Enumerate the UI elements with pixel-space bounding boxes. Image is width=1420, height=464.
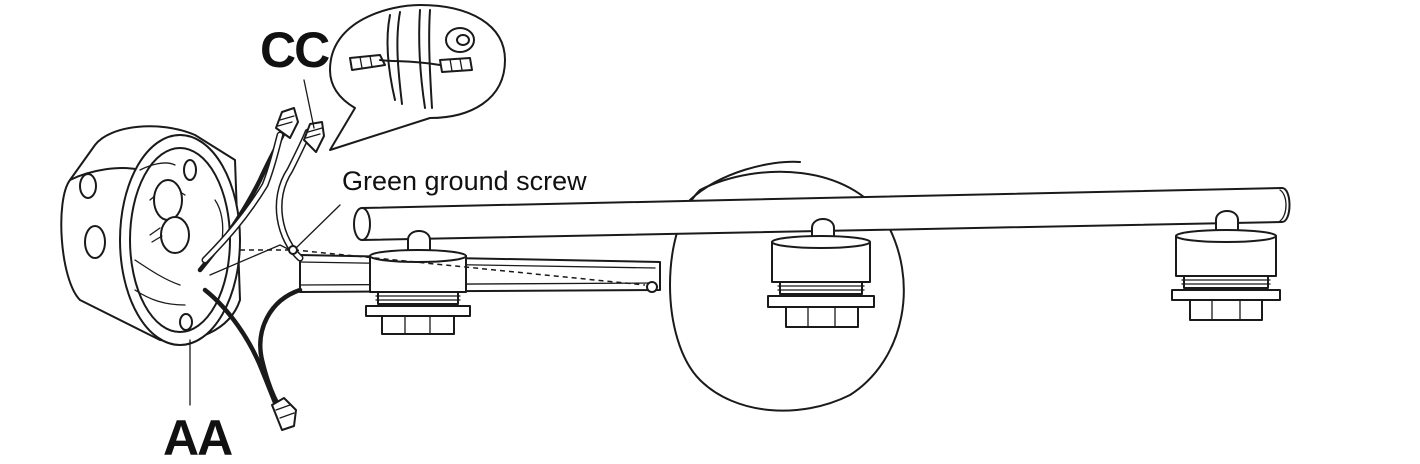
cc-leader-line <box>303 79 315 129</box>
junction-box <box>60 125 241 346</box>
socket-left <box>365 230 471 335</box>
ground-screw <box>646 281 658 293</box>
socket-right <box>1171 210 1281 321</box>
wire-connectors <box>271 107 325 431</box>
socket-center <box>767 218 875 328</box>
label-cc: CC <box>260 22 329 78</box>
label-aa: AA <box>163 410 232 464</box>
connector-detail-callout <box>329 4 506 151</box>
ground-screw-box <box>288 245 298 255</box>
ground-note-leader-line <box>295 204 341 249</box>
supply-wires <box>197 122 291 408</box>
fixture-arm <box>353 187 1291 241</box>
label-green-ground-screw: Green ground screw <box>342 166 587 196</box>
mounting-strap <box>299 254 661 293</box>
